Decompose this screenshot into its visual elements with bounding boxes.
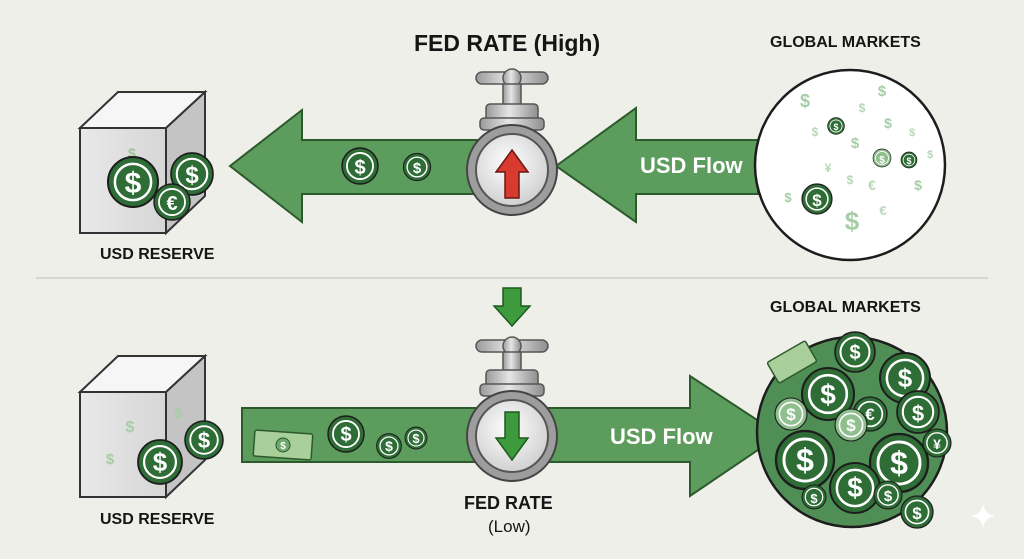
dollar-symbol: $ xyxy=(810,491,818,506)
dollar-symbol: $ xyxy=(851,135,860,152)
dollar-symbol: $ xyxy=(784,190,792,205)
dollar-symbol: $ xyxy=(412,431,420,446)
dollar-symbol: $ xyxy=(125,167,142,200)
dollar-symbol: $ xyxy=(846,416,856,435)
dollar-symbol: $ xyxy=(847,472,863,503)
bottom-global-markets-label: GLOBAL MARKETS xyxy=(770,299,921,316)
rate-down-arrow-icon xyxy=(494,411,530,462)
dollar-symbol: $ xyxy=(786,405,796,424)
bottom-fed-rate-sublabel: (Low) xyxy=(488,517,531,536)
dollar-symbol: $ xyxy=(849,342,860,364)
dollar-symbol: $ xyxy=(354,157,365,179)
dollar-symbol: $ xyxy=(906,156,911,166)
euro-symbol: € xyxy=(879,203,886,218)
top-fed-rate-valve xyxy=(466,68,558,216)
rate-up-arrow-icon xyxy=(494,148,530,199)
dollar-symbol: $ xyxy=(796,442,814,478)
bottom-usd-reserve-label: USD RESERVE xyxy=(100,511,215,528)
bottom-usd-flow-label: USD Flow xyxy=(610,424,713,449)
bottom-fed-rate-label: FED RATE xyxy=(464,493,553,513)
dollar-symbol: $ xyxy=(878,83,887,100)
dollar-symbol: $ xyxy=(909,127,915,139)
euro-symbol: € xyxy=(166,193,177,215)
rate-lowered-arrow-icon xyxy=(492,287,532,328)
dollar-symbol: $ xyxy=(898,363,913,393)
bottom-fed-rate-valve xyxy=(466,336,558,482)
dollar-symbol: $ xyxy=(884,488,893,505)
dollar-symbol: $ xyxy=(912,504,922,523)
dollar-symbol: $ xyxy=(413,160,422,177)
svg-text:$: $ xyxy=(128,145,136,161)
dollar-symbol: $ xyxy=(800,91,810,111)
dollar-symbol: $ xyxy=(812,191,822,210)
dollar-symbol: $ xyxy=(185,162,199,189)
top-usd-flow-label: USD Flow xyxy=(640,153,743,178)
top-global-markets-label: GLOBAL MARKETS xyxy=(770,34,921,51)
top-usd-reserve-label: USD RESERVE xyxy=(100,246,215,263)
sparkle-icon xyxy=(971,504,995,528)
dollar-symbol: $ xyxy=(820,379,836,410)
dollar-symbol: $ xyxy=(912,401,924,426)
dollar-symbol: $ xyxy=(859,101,866,115)
dollar-symbol: $ xyxy=(833,122,838,132)
dollar-symbol: $ xyxy=(198,428,210,453)
dollar-symbol: $ xyxy=(385,438,393,454)
dollar-symbol: $ xyxy=(890,445,908,481)
bottom-banknote-icon xyxy=(252,429,314,461)
dollar-symbol: $ xyxy=(879,155,885,166)
dollar-symbol: $ xyxy=(845,206,860,236)
dollar-symbol: $ xyxy=(927,149,933,161)
yen-symbol: ¥ xyxy=(933,436,941,452)
dollar-symbol: $ xyxy=(280,441,286,452)
dollar-symbol: $ xyxy=(847,173,854,187)
dollar-symbol: $ xyxy=(914,177,922,193)
dollar-symbol: $ xyxy=(153,447,168,477)
euro-symbol: € xyxy=(865,405,875,424)
euro-symbol: € xyxy=(868,177,876,193)
dollar-symbol: $ xyxy=(126,419,135,436)
dollar-symbol: $ xyxy=(174,405,183,422)
dollar-symbol: $ xyxy=(106,451,115,468)
top-fed-rate-label: FED RATE (High) xyxy=(414,30,601,56)
dollar-symbol: $ xyxy=(340,424,351,446)
top-global-markets-circle xyxy=(753,68,947,262)
yen-symbol: ¥ xyxy=(825,161,832,175)
dollar-symbol: $ xyxy=(884,115,892,131)
bottom-global-markets-circle xyxy=(755,331,952,529)
dollar-symbol: $ xyxy=(812,125,819,139)
